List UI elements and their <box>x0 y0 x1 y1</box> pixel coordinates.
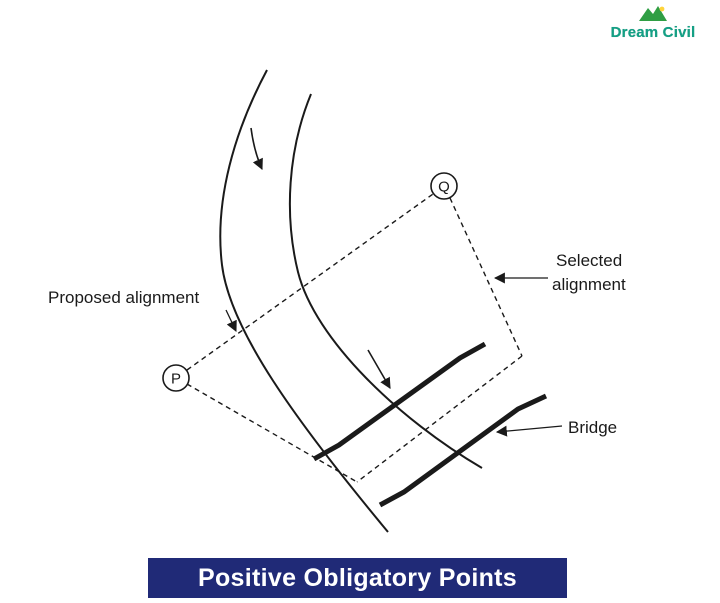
brand-name: Dream Civil <box>610 24 696 41</box>
proposed-alignment-label: Proposed alignment <box>48 288 199 307</box>
selected-alignment-line-crossing <box>356 355 523 483</box>
selected-alignment-label-line2: alignment <box>552 275 626 294</box>
brand-logo: Dream Civil <box>594 5 712 41</box>
alignment-lines <box>186 193 523 483</box>
flow-arrows <box>250 127 391 389</box>
bridge <box>312 341 548 508</box>
selected-alignment-line-lower <box>186 383 358 483</box>
river-left-bank <box>219 69 389 533</box>
selected-alignment-label-line1: Selected <box>556 251 622 270</box>
river-right-bank <box>288 93 483 469</box>
bridge-pointer <box>495 425 563 437</box>
bridge-lower-edge <box>378 393 548 508</box>
brand-logo-icon <box>639 6 667 21</box>
proposed-alignment-pointer <box>225 309 237 332</box>
point-p-label: P <box>171 371 181 388</box>
obligatory-points: P Q <box>162 172 458 392</box>
bridge-label: Bridge <box>568 418 617 437</box>
river <box>219 69 483 533</box>
sun-shape <box>659 6 665 12</box>
title-banner: Positive Obligatory Points <box>148 558 567 598</box>
annotations: Proposed alignment Selected alignment Br… <box>48 251 626 437</box>
selected-alignment-line-upper <box>449 197 523 357</box>
point-q-label: Q <box>438 179 450 196</box>
point-p-circle <box>162 364 190 392</box>
flow-arrow-top <box>250 127 263 170</box>
proposed-alignment-line <box>186 193 434 371</box>
page-title: Positive Obligatory Points <box>198 563 517 592</box>
point-q-circle <box>430 172 458 200</box>
bridge-upper-edge <box>312 341 487 462</box>
flow-arrow-middle <box>367 349 391 389</box>
